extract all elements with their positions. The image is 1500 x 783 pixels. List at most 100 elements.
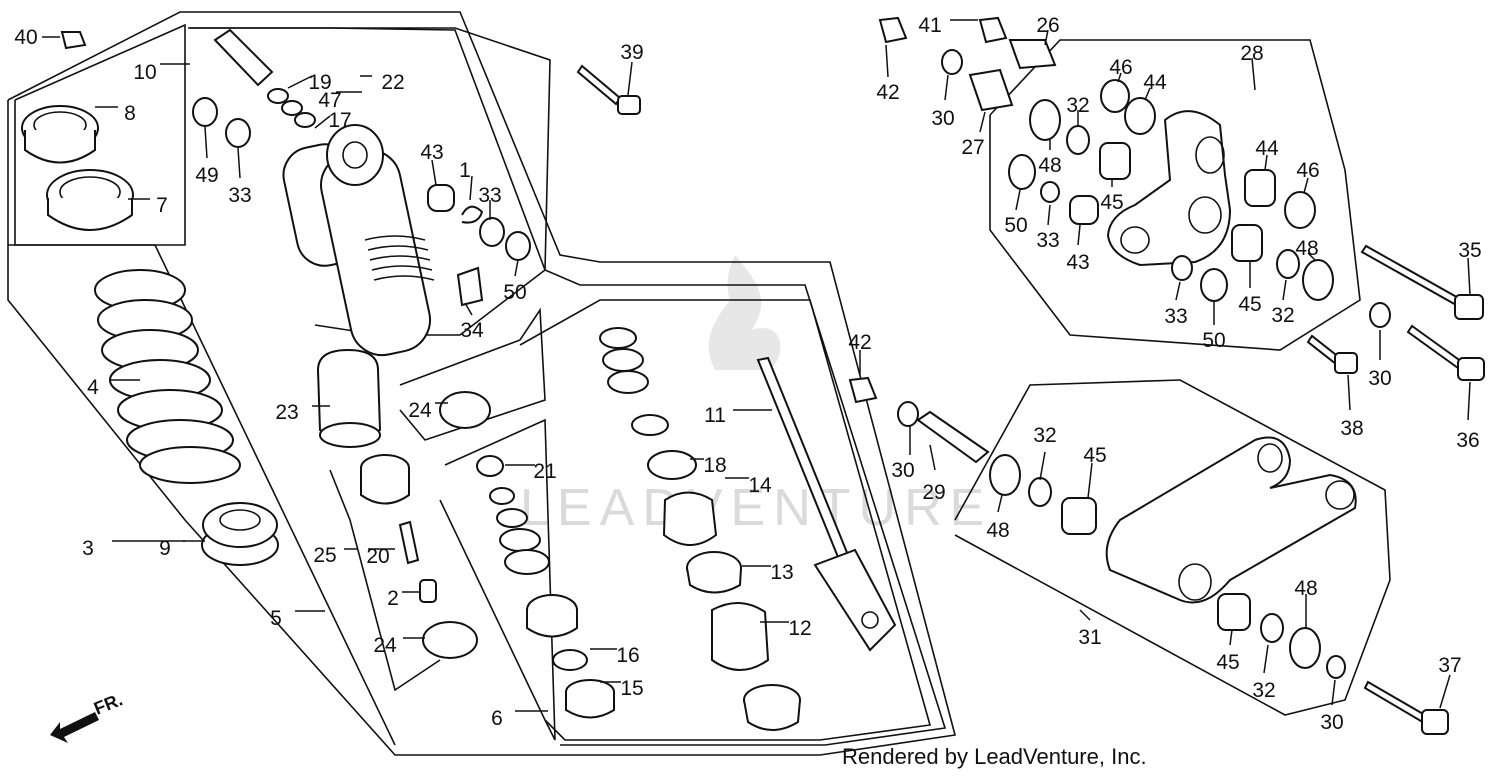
- leader-line: [1347, 374, 1351, 411]
- callout-38: 38: [1340, 417, 1363, 440]
- leader-line: [431, 159, 437, 186]
- callout-33: 33: [1164, 305, 1187, 328]
- callout-32: 32: [1271, 304, 1294, 327]
- callout-13: 13: [770, 561, 793, 584]
- spring-stopper-9: [201, 502, 279, 566]
- leader-line: [1331, 679, 1336, 706]
- callout-5: 5: [270, 607, 282, 630]
- callout-46: 46: [1296, 159, 1319, 182]
- callout-18: 18: [703, 454, 726, 477]
- callout-42: 42: [848, 331, 871, 354]
- callout-31: 31: [1078, 626, 1101, 649]
- leader-line: [1079, 609, 1091, 621]
- callout-47: 47: [318, 89, 341, 112]
- leader-line: [1229, 629, 1233, 646]
- leader-line: [929, 444, 936, 471]
- link-assembly-boundary: [989, 39, 1361, 351]
- circlip-24-lower: [422, 621, 478, 659]
- callout-33: 33: [228, 184, 251, 207]
- leader-line: [1077, 224, 1081, 246]
- arm-assembly-boundary: [954, 379, 1391, 716]
- callout-19: 19: [308, 71, 331, 94]
- bolt-39: [576, 64, 622, 106]
- callout-24: 24: [373, 634, 397, 657]
- leader-line: [1087, 462, 1093, 499]
- washer-30-right: [1369, 302, 1391, 328]
- callout-12: 12: [788, 617, 811, 640]
- callout-34: 34: [460, 319, 484, 342]
- bolt-36: [1406, 324, 1464, 370]
- leader-line: [1467, 257, 1471, 296]
- reservoir-cap-25: [360, 454, 437, 603]
- leader-line: [1303, 177, 1309, 194]
- collars: [878, 16, 1057, 112]
- damper-rod-11: [756, 356, 897, 652]
- leader-line: [1264, 154, 1268, 171]
- callout-45: 45: [1083, 444, 1106, 467]
- callout-32: 32: [1252, 679, 1275, 702]
- damper-body: [192, 28, 435, 357]
- leader-line: [1175, 281, 1181, 301]
- leader-line: [944, 74, 949, 101]
- leader-line: [287, 75, 313, 89]
- callout-16: 16: [616, 644, 639, 667]
- callout-49: 49: [195, 164, 218, 187]
- callout-20: 20: [366, 545, 389, 568]
- callout-44: 44: [1255, 137, 1279, 160]
- leader-line: [464, 302, 473, 316]
- callout-39: 39: [620, 41, 643, 64]
- nut-40: [60, 31, 87, 50]
- callout-27: 27: [961, 136, 984, 159]
- callout-11: 11: [704, 404, 726, 427]
- lock-nut-8-body: [24, 130, 96, 164]
- bearing-50: [505, 231, 531, 261]
- callout-7: 7: [156, 194, 168, 217]
- callout-41: 41: [918, 14, 941, 37]
- callout-32: 32: [1033, 424, 1056, 447]
- callout-23: 23: [275, 401, 298, 424]
- leader-line: [1282, 279, 1287, 301]
- leader-line: [1263, 644, 1269, 674]
- leader-line: [979, 111, 986, 133]
- callout-21: 21: [533, 460, 556, 483]
- callout-48: 48: [1295, 237, 1318, 260]
- callout-45: 45: [1100, 191, 1123, 214]
- collar-43: [427, 184, 455, 212]
- callout-25: 25: [313, 544, 336, 567]
- fr-label: FR.: [91, 689, 125, 718]
- bolt-35: [1360, 244, 1464, 308]
- leader-lines: [42, 19, 1471, 712]
- front-direction-arrow: [50, 712, 99, 743]
- watermark: LEADVENTURE: [520, 255, 984, 537]
- callout-40: 40: [14, 26, 37, 49]
- leader-line: [627, 61, 633, 96]
- callout-48: 48: [1038, 154, 1061, 177]
- callout-33: 33: [1036, 229, 1059, 252]
- spring-4: [94, 269, 241, 484]
- callout-30: 30: [891, 459, 914, 482]
- part-shapes: [21, 16, 1485, 743]
- footer-credit: Rendered by LeadVenture, Inc.: [842, 744, 1147, 769]
- callout-4: 4: [87, 376, 99, 399]
- callout-17: 17: [328, 109, 351, 132]
- leader-line: [885, 44, 889, 78]
- callout-43: 43: [420, 141, 443, 164]
- bolt-37: [1363, 680, 1432, 726]
- leader-line: [237, 147, 241, 179]
- leader-line: [997, 494, 1003, 513]
- callout-14: 14: [748, 474, 772, 497]
- leader-line: [1439, 674, 1451, 709]
- callout-36: 36: [1456, 429, 1479, 452]
- callout-22: 22: [381, 71, 404, 94]
- callout-32: 32: [1066, 94, 1089, 117]
- callout-33: 33: [478, 184, 501, 207]
- callout-8: 8: [124, 102, 136, 125]
- leader-line: [514, 259, 519, 277]
- callout-24: 24: [408, 399, 432, 422]
- callout-30: 30: [1368, 367, 1391, 390]
- leader-line: [1117, 72, 1122, 83]
- leader-line: [1251, 57, 1256, 91]
- callout-37: 37: [1438, 654, 1461, 677]
